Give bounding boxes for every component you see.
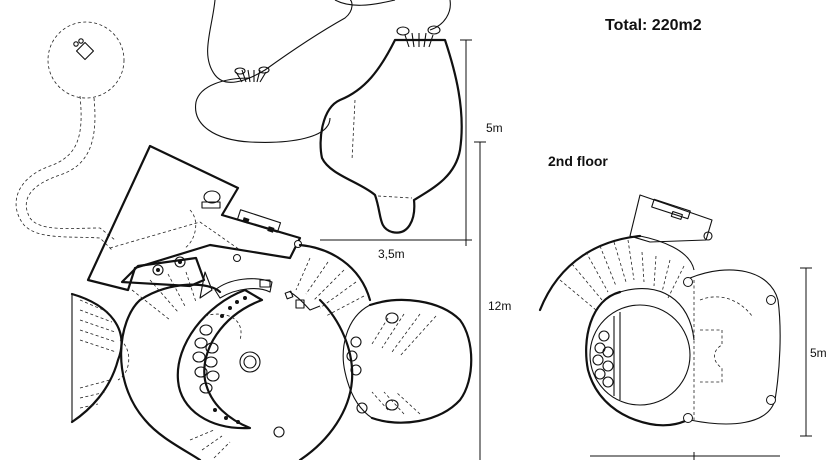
dimension-bottom (590, 452, 780, 460)
small-round-pod (47, 21, 125, 99)
second-floor-round-room (589, 304, 691, 406)
dimension-5m-right-label: 5m (810, 346, 827, 360)
second-floor-stairs (559, 239, 685, 311)
winding-path (15, 95, 116, 251)
pillow-icons (346, 312, 399, 414)
fan-stairs-bottom (189, 429, 231, 459)
round-table (239, 351, 261, 373)
second-floor-title: 2nd floor (548, 153, 608, 169)
dimension-5m-top-label: 5m (486, 121, 503, 135)
dimension-5m-right (800, 267, 812, 437)
dimension-3-5m (320, 234, 472, 246)
dimension-12m-label: 12m (488, 299, 511, 313)
shower-icon (259, 279, 305, 309)
toilet-icon (201, 190, 221, 209)
second-floor-lamps (683, 277, 776, 423)
fan-stairs-top (131, 257, 365, 321)
dimension-12m (474, 141, 486, 460)
knot-icon (234, 66, 270, 83)
knot-icon (396, 25, 441, 48)
pod-furniture-icon (73, 38, 95, 61)
dimension-5m-top (460, 39, 472, 240)
right-round-pod (342, 298, 473, 424)
total-area-label: Total: 220m2 (605, 17, 702, 34)
dimension-3-5m-label: 3,5m (378, 247, 405, 261)
kitchen-block (120, 256, 206, 288)
ground-floor-building (70, 144, 372, 460)
left-wing-steps (79, 299, 117, 409)
crescent-sofa (176, 288, 264, 430)
upper-organic-pods (195, 0, 463, 234)
desk-icon (651, 198, 691, 220)
second-floor-plan (538, 194, 781, 427)
counter-icon (236, 209, 282, 233)
